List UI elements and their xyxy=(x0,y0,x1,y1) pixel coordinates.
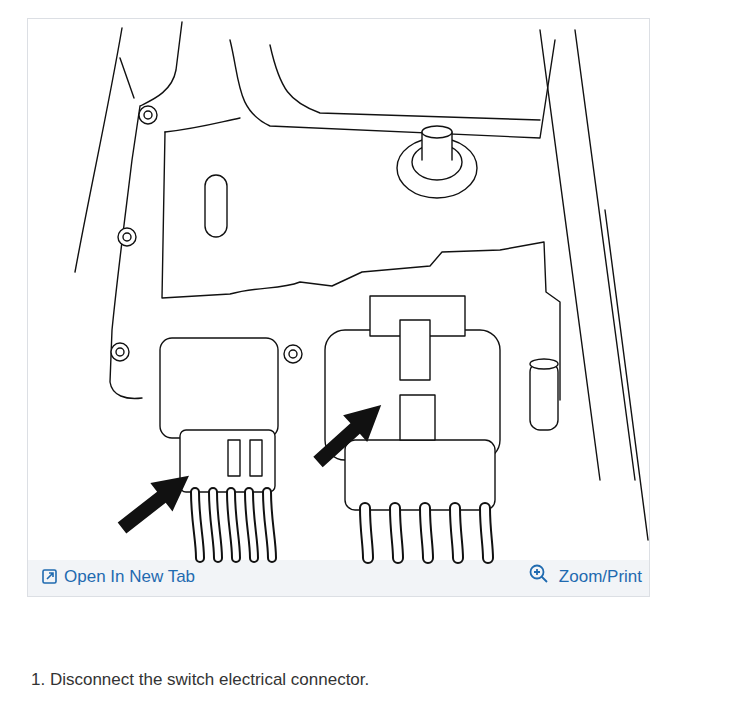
image-frame xyxy=(28,19,650,597)
pointer-arrow xyxy=(111,392,393,542)
new-tab-icon xyxy=(43,570,56,583)
case-edge xyxy=(120,58,134,98)
right-wires xyxy=(365,508,488,558)
transmission-drawing xyxy=(75,22,648,558)
oval-slot xyxy=(205,175,227,237)
open-tab-link: Open In New Tab xyxy=(64,567,195,587)
step-caption: 1. Disconnect the switch electrical conn… xyxy=(31,670,369,690)
zoom-icon xyxy=(531,566,548,583)
left-wires xyxy=(195,492,272,558)
zoom-print-link: Zoom/Print xyxy=(559,567,642,587)
small-cylinder xyxy=(530,359,558,430)
left-connector xyxy=(160,338,278,492)
bolt xyxy=(111,106,302,363)
right-connector xyxy=(325,296,500,510)
bracket xyxy=(270,45,540,120)
plate-edge xyxy=(165,118,240,132)
case-edge xyxy=(605,210,648,540)
case-edge xyxy=(575,30,635,480)
stud xyxy=(397,126,477,198)
case-edge xyxy=(75,28,122,272)
bracket xyxy=(230,40,555,138)
